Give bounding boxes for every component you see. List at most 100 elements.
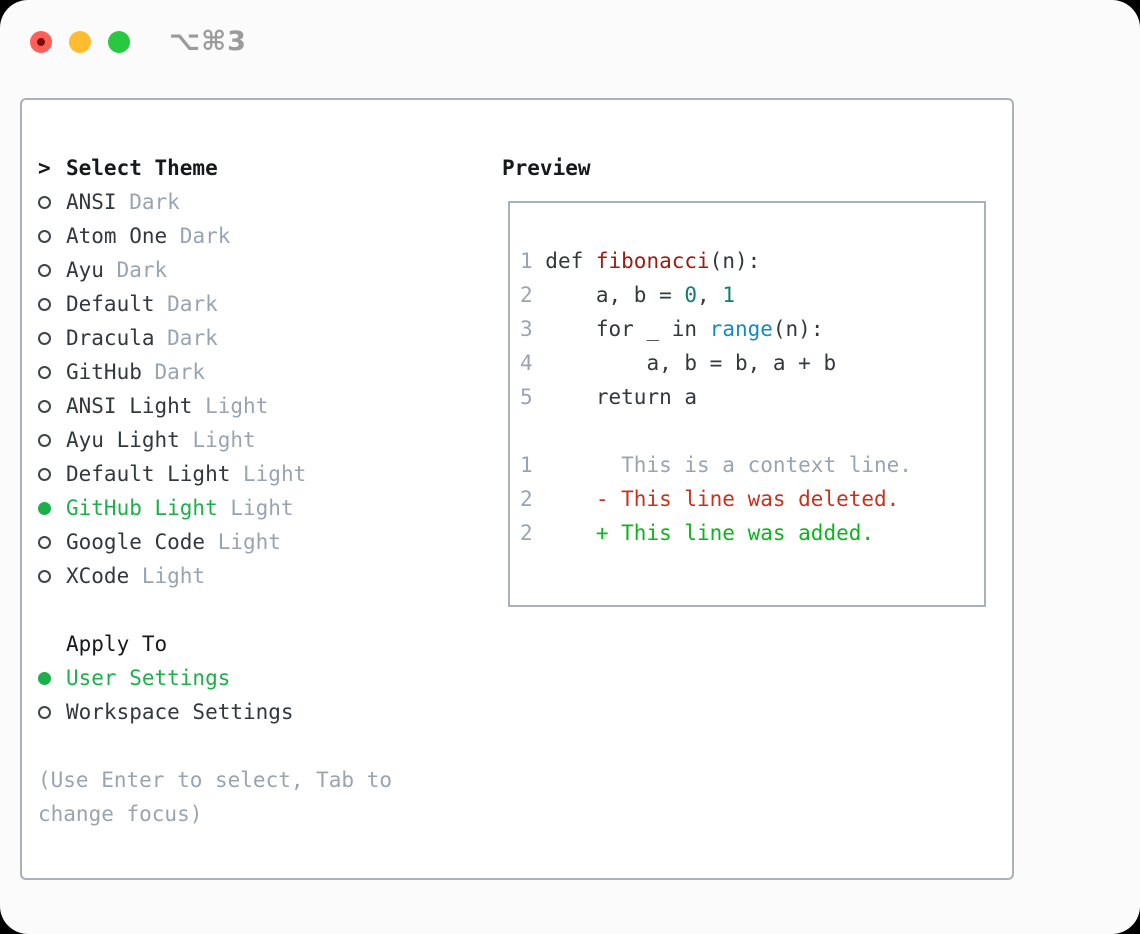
item-variant-label: Light [230, 462, 307, 486]
line-number: 5 [520, 385, 546, 409]
code-line: 2 - This line was deleted. [520, 482, 984, 516]
radio-unselected-icon [38, 433, 51, 447]
line-number: 2 [520, 283, 546, 307]
line-number: 3 [520, 317, 546, 341]
minimize-button[interactable] [69, 30, 91, 53]
item-variant-label: Light [217, 496, 294, 520]
code-token: a, b = [545, 283, 685, 307]
radio-unselected-icon [38, 535, 51, 549]
hint-line: change focus) [38, 802, 203, 826]
theme-option-ansi-light[interactable]: ANSI Light Light [38, 389, 392, 423]
spacer [38, 593, 392, 627]
select-theme-title: Select Theme [66, 156, 218, 180]
spacer [38, 729, 392, 763]
line-number: 2 [520, 521, 546, 545]
radio-unselected-icon [38, 467, 51, 481]
code-token: + This line was added. [545, 521, 875, 545]
theme-option-dracula[interactable]: Dracula Dark [38, 321, 392, 355]
radio-selected-icon [38, 501, 51, 515]
item-label: ANSI [66, 190, 117, 214]
radio-selected-icon [38, 671, 51, 685]
line-number: 2 [520, 487, 546, 511]
theme-option-github[interactable]: GitHub Dark [38, 355, 392, 389]
radio-unselected-icon [38, 229, 51, 243]
select-theme-header: > Select Theme [38, 151, 392, 185]
theme-option-github-light[interactable]: GitHub Light Light [38, 491, 392, 525]
code-token: def [545, 249, 596, 273]
code-line: 1 This is a context line. [520, 448, 984, 482]
code-line: 4 a, b = b, a + b [520, 346, 984, 380]
code-token: range [709, 317, 773, 341]
item-label: Atom One [66, 224, 168, 248]
item-label: Default Light [66, 462, 231, 486]
line-number: 1 [520, 453, 546, 477]
titlebar: ⌥⌘3 [30, 26, 247, 57]
theme-option-google-code[interactable]: Google Code Light [38, 525, 392, 559]
item-label: Google Code [66, 530, 206, 554]
preview-title: Preview [502, 156, 591, 180]
item-variant-label: Dark [167, 224, 231, 248]
apply-to-header: Apply To [38, 627, 392, 661]
code-token: (n): [709, 249, 761, 273]
apply-to-option-user-settings[interactable]: User Settings [38, 661, 392, 695]
radio-unselected-icon [38, 399, 51, 413]
item-label: Dracula [66, 326, 155, 350]
item-variant-label: Light [205, 530, 281, 554]
radio-unselected-icon [38, 705, 51, 719]
apply-to-title: Apply To [66, 632, 168, 656]
item-label: XCode [66, 564, 130, 588]
radio-unselected-icon [38, 263, 51, 277]
item-label: Ayu [66, 258, 104, 282]
item-variant-label: Dark [154, 292, 218, 316]
item-variant-label: Light [192, 394, 269, 418]
radio-unselected-icon [38, 365, 51, 379]
hint-text: (Use Enter to select, Tab to change focus… [38, 763, 392, 831]
theme-option-ayu-light[interactable]: Ayu Light Light [38, 423, 392, 457]
code-line: 1 def fibonacci(n): [520, 244, 984, 278]
radio-unselected-icon [38, 195, 51, 209]
radio-unselected-icon [38, 569, 51, 583]
code-line: 5 return a [520, 380, 984, 414]
item-label: GitHub Light [66, 496, 218, 520]
theme-option-ayu[interactable]: Ayu Dark [38, 253, 392, 287]
item-label: Workspace Settings [66, 700, 294, 724]
code-token: a, b = b, a + b [545, 351, 837, 375]
item-variant-label: Dark [154, 326, 218, 350]
hint-line: (Use Enter to select, Tab to [38, 768, 393, 792]
radio-unselected-icon [38, 297, 51, 311]
item-variant-label: Dark [141, 360, 206, 384]
code-line: 3 for _ in range(n): [520, 312, 984, 346]
code-token: for _ in [545, 317, 710, 341]
code-token: 0 [684, 283, 698, 307]
code-blank-line [520, 414, 984, 448]
code-line: 2 a, b = 0, 1 [520, 278, 984, 312]
item-variant-label: Dark [103, 258, 168, 282]
theme-option-default-light[interactable]: Default Light Light [38, 457, 392, 491]
window-title: ⌥⌘3 [169, 26, 247, 57]
apply-to-option-workspace-settings[interactable]: Workspace Settings [38, 695, 392, 729]
theme-option-atom-one[interactable]: Atom One Dark [38, 219, 392, 253]
close-button[interactable] [30, 30, 52, 53]
item-label: GitHub [66, 360, 142, 384]
code-token: - This line was deleted. [545, 487, 900, 511]
pointer-icon: > [38, 156, 51, 180]
item-label: Default [66, 292, 155, 316]
theme-option-xcode[interactable]: XCode Light [38, 559, 392, 593]
code-token: fibonacci [595, 249, 710, 273]
theme-option-ansi[interactable]: ANSI Dark [38, 185, 392, 219]
item-variant-label: Dark [116, 190, 180, 214]
item-label: ANSI Light [66, 394, 193, 418]
theme-option-default[interactable]: Default Dark [38, 287, 392, 321]
line-number: 1 [520, 249, 546, 273]
code-token: return a [545, 385, 698, 409]
code-token: This is a context line. [545, 453, 912, 477]
close-dot-icon [37, 37, 45, 46]
item-label: User Settings [66, 666, 231, 690]
zoom-button[interactable] [108, 30, 130, 53]
